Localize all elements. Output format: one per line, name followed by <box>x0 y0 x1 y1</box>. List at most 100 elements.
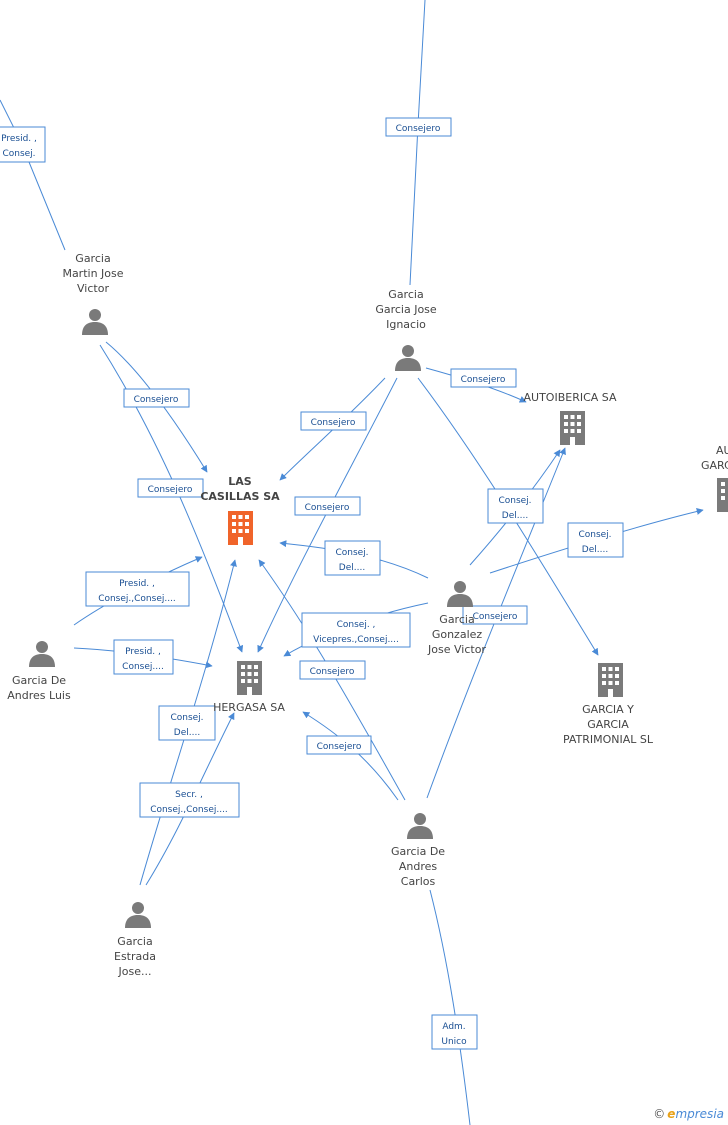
edge-label[interactable]: Presid. , Consej.... <box>113 639 174 675</box>
building-icon <box>237 661 262 695</box>
svg-text:Estrada: Estrada <box>114 950 156 963</box>
person-icon <box>395 345 421 371</box>
edge-label[interactable]: Consejero <box>300 411 367 431</box>
building-icon <box>228 511 253 545</box>
svg-text:Garcia: Garcia <box>117 935 152 948</box>
person-node-ignacio[interactable]: Garcia Garcia Jose Ignacio <box>375 288 437 371</box>
svg-text:Consej.: Consej. <box>498 496 531 506</box>
svg-text:Secr. ,: Secr. , <box>175 790 203 800</box>
svg-text:Presid. ,: Presid. , <box>1 134 37 144</box>
svg-text:Gonzalez: Gonzalez <box>432 628 483 641</box>
svg-text:Del....: Del.... <box>339 563 365 573</box>
edge-label[interactable]: Consejero <box>123 388 190 408</box>
svg-text:Consejero: Consejero <box>317 742 362 752</box>
svg-text:Del....: Del.... <box>174 728 200 738</box>
company-node-au-garc[interactable]: AU GARC <box>701 444 728 512</box>
person-node-estrada[interactable]: Garcia Estrada Jose... <box>114 902 156 978</box>
svg-text:Del....: Del.... <box>502 511 528 521</box>
edge-label[interactable]: Consej. Del.... <box>567 522 624 558</box>
svg-text:Consej. ,: Consej. , <box>337 620 376 630</box>
edge-label[interactable]: Consejero <box>462 605 528 625</box>
person-node-carlos[interactable]: Garcia De Andres Carlos <box>391 813 445 888</box>
nodes: Garcia Martin Jose Victor Garcia Garcia … <box>7 252 728 978</box>
svg-text:Garcia: Garcia <box>439 613 474 626</box>
svg-text:Consejero: Consejero <box>473 612 518 622</box>
building-icon <box>717 478 728 512</box>
edge-label[interactable]: Consej. Del.... <box>158 705 216 741</box>
svg-text:GARC: GARC <box>701 459 728 472</box>
svg-text:Consejero: Consejero <box>148 485 193 495</box>
svg-text:Unico: Unico <box>441 1037 467 1047</box>
svg-text:Garcia De: Garcia De <box>12 674 66 687</box>
svg-text:Jose...: Jose... <box>118 965 152 978</box>
edge-carlos-offscreen <box>429 889 471 1125</box>
svg-text:Consejero: Consejero <box>310 667 355 677</box>
person-icon <box>29 641 55 667</box>
svg-text:Consej.,Consej....: Consej.,Consej.... <box>150 805 228 815</box>
svg-text:HERGASA SA: HERGASA SA <box>213 701 285 714</box>
edge-labels: Presid. , Consej. Consejero Consejero Co… <box>0 117 624 1050</box>
svg-text:Presid. ,: Presid. , <box>125 647 161 657</box>
svg-text:Consej.: Consej. <box>170 713 203 723</box>
person-node-martin[interactable]: Garcia Martin Jose Victor <box>62 252 124 335</box>
svg-text:Consejero: Consejero <box>311 418 356 428</box>
person-icon <box>125 902 151 928</box>
edge-label[interactable]: Consejero <box>450 368 517 388</box>
svg-text:Consejero: Consejero <box>396 124 441 134</box>
svg-text:Consej.: Consej. <box>578 530 611 540</box>
person-node-gonzalez[interactable]: Garcia Gonzalez Jose Victor <box>427 581 486 656</box>
svg-text:Martin Jose: Martin Jose <box>62 267 123 280</box>
edge-label[interactable]: Presid. , Consej.,Consej.... <box>85 571 190 607</box>
brand-name: mpresia <box>675 1107 724 1121</box>
svg-text:Consej.,Consej....: Consej.,Consej.... <box>98 594 176 604</box>
svg-text:Consejero: Consejero <box>305 503 350 513</box>
person-icon <box>407 813 433 839</box>
svg-text:Ignacio: Ignacio <box>386 318 426 331</box>
svg-text:Garcia: Garcia <box>388 288 423 301</box>
svg-text:AUTOIBERICA SA: AUTOIBERICA SA <box>524 391 617 404</box>
svg-text:Consej.: Consej. <box>2 149 35 159</box>
svg-text:LAS: LAS <box>228 475 252 488</box>
company-node-patrimonial[interactable]: GARCIA Y GARCIA PATRIMONIAL SL <box>563 663 654 746</box>
svg-text:GARCIA Y: GARCIA Y <box>582 703 634 716</box>
person-node-luis[interactable]: Garcia De Andres Luis <box>7 641 71 702</box>
company-node-hergasa[interactable]: HERGASA SA <box>213 661 285 714</box>
edge-label[interactable]: Consejero <box>299 660 366 680</box>
brand-initial: e <box>667 1107 676 1121</box>
edge-ignacio-offscreen <box>409 0 426 286</box>
svg-text:PATRIMONIAL SL: PATRIMONIAL SL <box>563 733 654 746</box>
svg-text:Consejero: Consejero <box>134 395 179 405</box>
svg-text:Consej.: Consej. <box>335 548 368 558</box>
copyright-symbol: © <box>653 1107 666 1121</box>
svg-text:Andres: Andres <box>399 860 438 873</box>
svg-text:Del....: Del.... <box>582 545 608 555</box>
edge-label[interactable]: Consejero <box>137 478 204 498</box>
svg-text:Victor: Victor <box>77 282 109 295</box>
svg-text:Garcia Jose: Garcia Jose <box>375 303 437 316</box>
person-icon <box>82 309 108 335</box>
empresia-watermark: ©empresia <box>653 1107 724 1121</box>
svg-text:Adm.: Adm. <box>442 1022 465 1032</box>
edge-martin-offscreen <box>0 99 66 251</box>
edge-label[interactable]: Consejero <box>294 496 361 516</box>
svg-text:Garcia: Garcia <box>75 252 110 265</box>
edge-carlos-casillas <box>258 559 406 801</box>
edge-label[interactable]: Consejero <box>306 735 372 755</box>
company-node-las-casillas[interactable]: LAS CASILLAS SA <box>200 475 280 545</box>
svg-text:Garcia De: Garcia De <box>391 845 445 858</box>
svg-text:AU: AU <box>716 444 728 457</box>
edge-label[interactable]: Consej. Del.... <box>487 488 544 524</box>
svg-text:GARCIA: GARCIA <box>587 718 629 731</box>
company-node-autoiberica[interactable]: AUTOIBERICA SA <box>524 391 617 445</box>
edge-label[interactable]: Presid. , Consej. <box>0 126 46 163</box>
edge-label[interactable]: Consej. , Vicepres.,Consej.... <box>301 612 411 648</box>
edge-label[interactable]: Consej. Del.... <box>324 540 381 576</box>
edge-label[interactable]: Adm. Unico <box>431 1014 478 1050</box>
svg-text:Andres Luis: Andres Luis <box>7 689 71 702</box>
building-icon <box>560 411 585 445</box>
svg-text:Carlos: Carlos <box>401 875 436 888</box>
edge-label[interactable]: Consejero <box>385 117 452 137</box>
svg-text:Presid. ,: Presid. , <box>119 579 155 589</box>
edge-label[interactable]: Secr. , Consej.,Consej.... <box>139 782 240 818</box>
